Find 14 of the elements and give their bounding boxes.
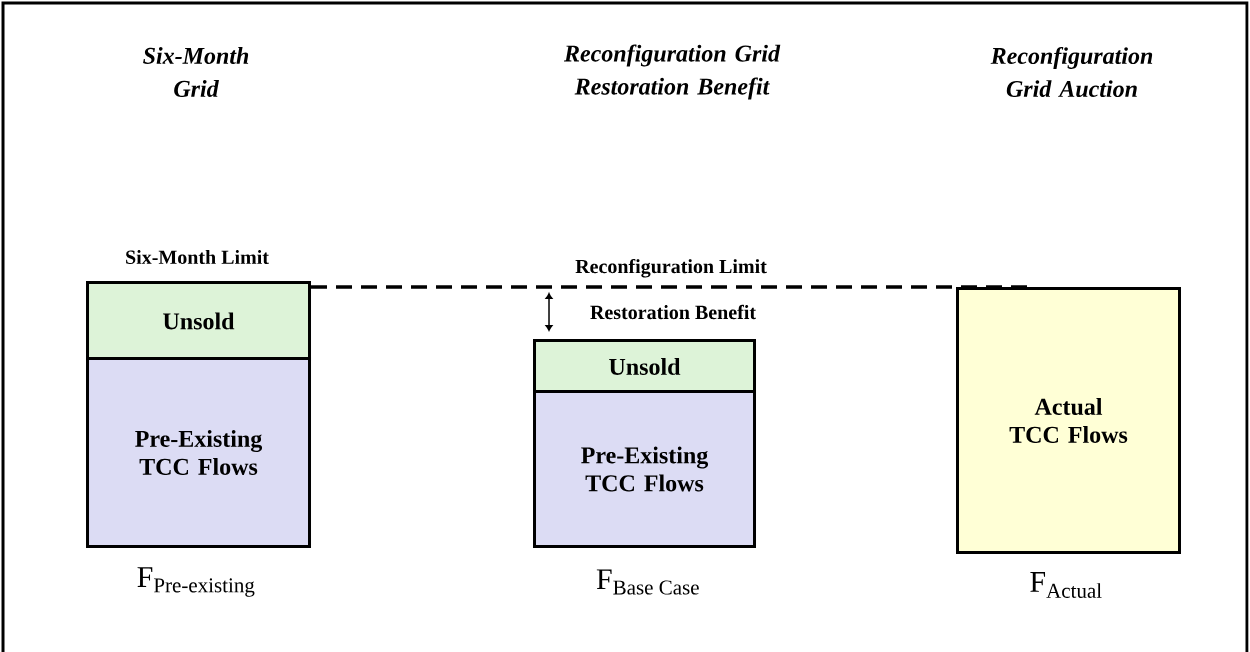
edge-label: Reconfiguration Limit <box>575 258 767 278</box>
column-heading: Reconfiguration Grid Auction <box>990 46 1153 98</box>
column-heading: Six-Month Grid <box>143 47 249 97</box>
limit-label: Restoration Benefit <box>590 304 756 320</box>
flow-symbol: $\text{F}_{\text{Base Case}}$ <box>596 569 699 595</box>
flow-symbol: $\text{F}_{\text{Actual}}$ <box>1030 572 1102 598</box>
column-heading: Reconfiguration Grid Restoration Benefit <box>563 44 781 100</box>
flows-bar: Pre-Existing TCC Flows <box>86 357 311 548</box>
flows-bar: Pre-Existing TCC Flows <box>533 390 756 548</box>
flows-bar: Actual TCC Flows <box>956 287 1181 554</box>
unsold-bar: Unsold <box>533 339 756 394</box>
unsold-bar: Unsold <box>86 281 311 361</box>
flow-symbol: $\text{F}_{\text{Pre-existing}}$ <box>137 567 255 597</box>
limit-label: Six-Month Limit <box>126 249 269 264</box>
